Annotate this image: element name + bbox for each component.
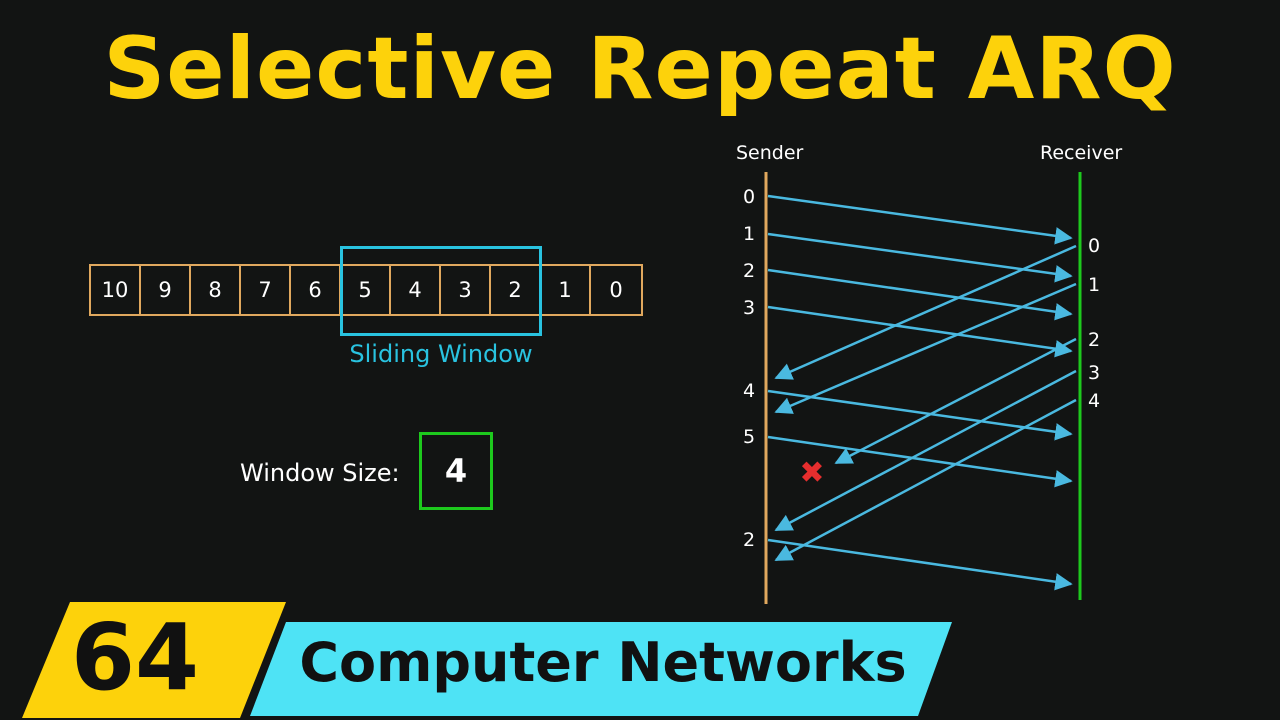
ack-arrow <box>774 244 1077 380</box>
receiver-label: Receiver <box>1040 142 1122 164</box>
ack-arrow <box>774 398 1077 562</box>
sender-label: Sender <box>736 142 804 164</box>
frame-arrow <box>767 268 1073 321</box>
course-banner <box>22 602 952 718</box>
sliding-window-label: Sliding Window <box>349 340 533 368</box>
frame-cell: 5 <box>341 266 391 314</box>
frame-cell: 10 <box>91 266 141 314</box>
sender-seq-number: 2 <box>743 529 755 551</box>
window-size-value: 4 <box>419 432 493 510</box>
page-title: Selective Repeat ARQ <box>103 19 1177 119</box>
ack-arrow <box>774 282 1077 414</box>
frame-cell: 1 <box>541 266 591 314</box>
frame-cell: 3 <box>441 266 491 314</box>
sender-seq-number: 4 <box>743 380 755 402</box>
frame-arrow <box>767 232 1073 283</box>
window-size-label: Window Size: <box>240 459 400 487</box>
frame-cell: 0 <box>609 278 623 302</box>
frame-cell: 4 <box>391 266 441 314</box>
ack-arrow <box>774 369 1077 532</box>
frame-cell: 7 <box>241 266 291 314</box>
course-title: Computer Networks <box>299 631 907 694</box>
sender-seq-number: 1 <box>743 223 755 245</box>
episode-number: 64 <box>70 604 200 711</box>
ack-arrow <box>834 337 1077 465</box>
frame-arrow <box>767 305 1073 358</box>
sliding-window-frame <box>340 246 542 336</box>
frame-cell: 9 <box>141 266 191 314</box>
receiver-seq-number: 0 <box>1088 235 1100 257</box>
sender-seq-number: 2 <box>743 260 755 282</box>
frame-arrow <box>767 538 1073 591</box>
frame-cell: 8 <box>191 266 241 314</box>
frame-arrow <box>767 194 1073 245</box>
receiver-seq-number: 2 <box>1088 329 1100 351</box>
frame-arrow <box>767 389 1073 441</box>
banner-number-panel <box>22 602 286 718</box>
banner-course-panel <box>250 622 952 716</box>
sender-seq-number: 3 <box>743 297 755 319</box>
receiver-seq-number: 4 <box>1088 390 1100 412</box>
lost-ack-marker: ✖ <box>799 456 824 491</box>
frame-arrow <box>767 435 1073 488</box>
sender-seq-number: 5 <box>743 426 755 448</box>
receiver-seq-number: 3 <box>1088 362 1100 384</box>
receiver-seq-number: 1 <box>1088 274 1100 296</box>
sender-seq-number: 0 <box>743 186 755 208</box>
